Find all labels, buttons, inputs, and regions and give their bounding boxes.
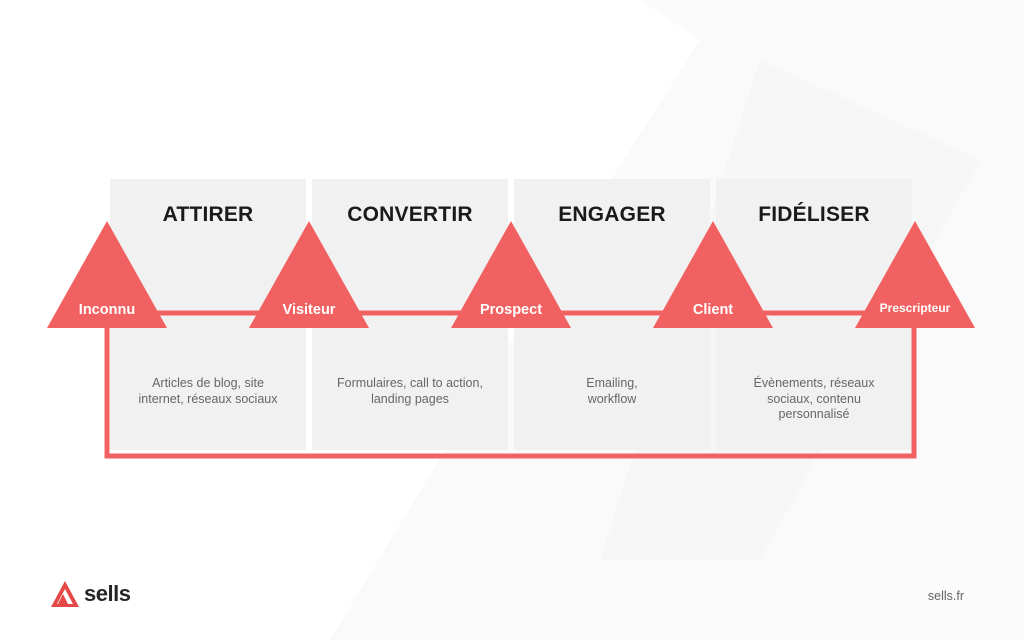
desc-line: landing pages — [371, 391, 449, 406]
stage-title-attirer: ATTIRER — [162, 203, 254, 226]
stage-detail-fideliser — [716, 315, 912, 450]
desc-line: Articles de blog, site — [152, 376, 264, 390]
desc-line: personnalisé — [778, 407, 850, 421]
milestone-label-inconnu: Inconnu — [78, 302, 136, 318]
milestone-label-prospect: Prospect — [479, 302, 543, 318]
brand-logo: sells — [50, 580, 131, 608]
stage-detail-convertir — [312, 315, 508, 450]
desc-line: sociaux, contenu — [767, 391, 861, 406]
sells-logo-icon — [51, 581, 79, 607]
desc-line: Évènements, réseaux — [753, 376, 875, 390]
milestone-triangle-client — [653, 221, 773, 328]
site-url: sells.fr — [927, 589, 964, 603]
desc-line: Emailing, — [586, 376, 638, 390]
stage-desc-attirer: Articles de blog, site internet, réseaux… — [110, 376, 306, 407]
milestone-label-client: Client — [692, 302, 734, 318]
stage-desc-convertir: Formulaires, call to action, landing pag… — [312, 376, 508, 407]
stage-desc-engager: Emailing, workflow — [514, 376, 710, 407]
brand-name: sells — [84, 581, 131, 606]
stage-detail-attirer — [110, 315, 306, 450]
stage-detail-engager — [514, 315, 710, 450]
stage-title-convertir: CONVERTIR — [347, 203, 473, 226]
stage-desc-fideliser: Évènements, réseaux sociaux, contenu per… — [716, 376, 912, 423]
desc-line: Formulaires, call to action, — [337, 376, 483, 390]
desc-line: internet, réseaux sociaux — [138, 391, 278, 406]
milestone-triangle-visiteur — [249, 221, 369, 328]
stage-title-engager: ENGAGER — [558, 203, 666, 226]
milestone-triangle-inconnu — [47, 221, 167, 328]
milestone-triangle-prescripteur — [855, 221, 975, 328]
milestone-label-visiteur: Visiteur — [282, 302, 336, 318]
milestone-label-prescripteur: Prescripteur — [879, 301, 951, 315]
desc-line: workflow — [587, 391, 637, 406]
stage-title-fideliser: FIDÉLISER — [758, 203, 870, 226]
flow-line-loop — [104, 313, 917, 459]
milestone-triangle-prospect — [451, 221, 571, 328]
